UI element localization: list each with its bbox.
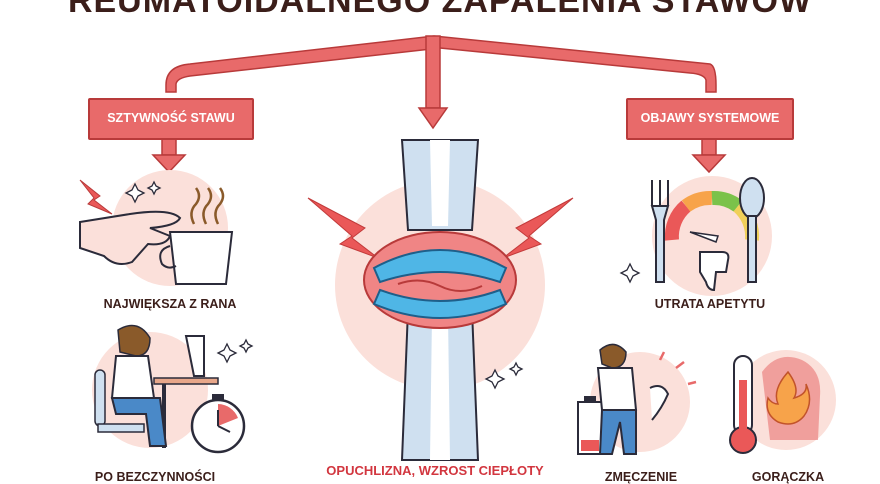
sparkle-icon xyxy=(146,180,162,196)
sparkle-icon xyxy=(619,262,641,284)
inactivity-illustration xyxy=(92,324,254,454)
label-fever: GORĄCZKA xyxy=(751,470,825,484)
thermometer-icon xyxy=(729,355,757,454)
morning-stiffness-illustration xyxy=(79,170,234,286)
label-fatigue: ZMĘCZENIE xyxy=(604,470,678,484)
sparkle-icon xyxy=(124,182,146,204)
branch-stiffness-box: SZTYWNOŚĆ STAWU xyxy=(88,98,254,140)
knee-joint-illustration xyxy=(307,139,574,461)
flame-icon xyxy=(766,370,811,425)
coffee-cup-icon xyxy=(159,187,234,285)
sparkle-icon xyxy=(508,361,524,377)
label-inactivity: PO BEZCZYNNOŚCI xyxy=(94,470,216,484)
fatigue-illustration xyxy=(577,343,697,455)
battery-icon xyxy=(577,396,603,455)
sparkle-icon xyxy=(238,338,254,354)
fever-illustration xyxy=(729,350,836,454)
appetite-loss-illustration xyxy=(619,176,772,296)
fork-icon xyxy=(650,180,670,283)
label-swelling: OPUCHLIZNA, WZROST CIEPŁOTY xyxy=(326,463,544,478)
stopwatch-icon xyxy=(190,394,246,454)
sparkle-icon xyxy=(484,368,506,390)
connector-lines xyxy=(151,35,727,174)
thumbs-down-icon xyxy=(699,251,730,292)
spoon-icon xyxy=(739,177,765,283)
label-appetite: UTRATA APETYTU xyxy=(654,297,766,311)
page-title: REUMATOIDALNEGO ZAPALENIA STAWÓW xyxy=(67,0,813,20)
lightning-icon xyxy=(79,179,113,215)
sparkle-icon xyxy=(216,342,238,364)
branch-systemic-box: OBJAWY SYSTEMOWE xyxy=(626,98,794,140)
label-morning: NAJWIĘKSZA Z RANA xyxy=(103,297,237,311)
